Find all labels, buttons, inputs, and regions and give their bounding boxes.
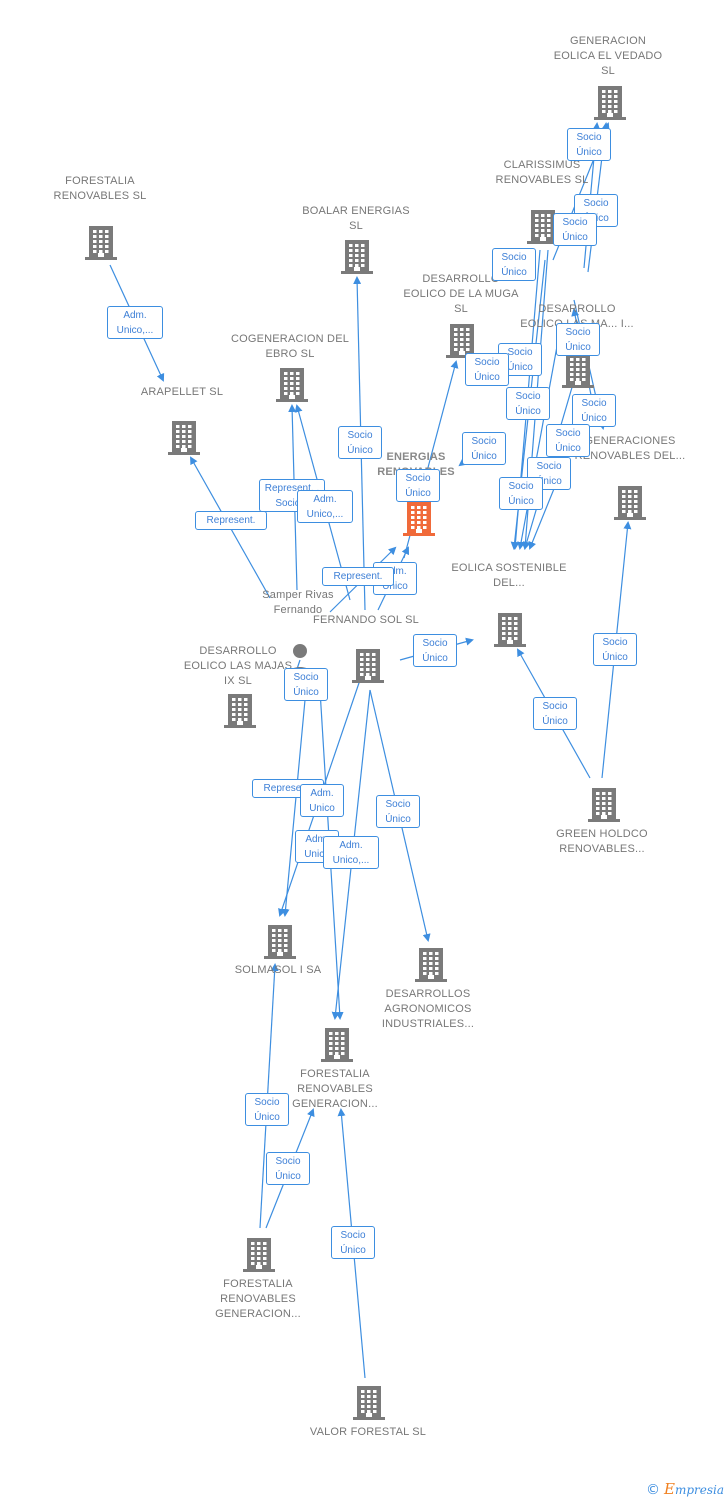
node-label: BOALAR ENERGIAS SL — [302, 205, 410, 232]
relation-badge[interactable]: Socio Único — [546, 424, 590, 457]
node-label: FORESTALIA RENOVABLES SL — [53, 175, 147, 202]
relationship-edge — [517, 329, 561, 550]
node-label: GENERACIONES RENOVABLES DEL... — [574, 435, 686, 462]
copyright-symbol: © — [645, 1482, 660, 1498]
building-icon — [243, 1236, 275, 1272]
building-icon — [614, 484, 646, 520]
relation-badge[interactable]: Socio Único — [284, 668, 328, 701]
node-label: DESARROLLOS AGRONOMICOS INDUSTRIALES... — [381, 988, 475, 1030]
node-label: FORESTALIA RENOVABLES GENERACION... — [292, 1068, 378, 1110]
relation-badge[interactable]: Socio Único — [572, 394, 616, 427]
node-label: GREEN HOLDCO RENOVABLES... — [556, 828, 648, 855]
relation-badge[interactable]: Socio Único — [492, 248, 536, 281]
relation-badge[interactable]: Socio Único — [462, 432, 506, 465]
relation-badge[interactable]: Adm. Unico,... — [297, 490, 353, 523]
relation-badge[interactable]: Represent. — [195, 511, 267, 530]
relation-badge[interactable]: Socio Único — [331, 1226, 375, 1259]
building-icon — [264, 923, 296, 959]
building-icon — [594, 84, 626, 120]
relation-badge[interactable]: Socio Único — [567, 128, 611, 161]
brand-logo-initial: E — [663, 1480, 675, 1498]
node-label: VALOR FORESTAL SL — [309, 1426, 427, 1438]
relation-badge[interactable]: Adm. Unico — [300, 784, 344, 817]
brand-footer: ©Empresia — [646, 1480, 724, 1498]
relation-badge[interactable]: Socio Único — [593, 633, 637, 666]
node-label: FERNANDO SOL SL — [313, 614, 419, 626]
relation-badge[interactable]: Socio Único — [266, 1152, 310, 1185]
building-icon — [341, 238, 373, 274]
node-label: CLARISSIMUS RENOVABLES SL — [495, 159, 589, 186]
building-icon — [353, 1384, 385, 1420]
building-icon — [85, 224, 117, 260]
relation-badge[interactable]: Socio Único — [413, 634, 457, 667]
node-label: FORESTALIA RENOVABLES GENERACION... — [215, 1278, 301, 1320]
relation-badge[interactable]: Socio Único — [553, 213, 597, 246]
relation-badge[interactable]: Socio Único — [533, 697, 577, 730]
node-label: DESARROLLO EOLICO LAS MAJAS IX SL — [183, 645, 293, 687]
node-label: GENERACION EOLICA EL VEDADO SL — [553, 35, 663, 77]
node-label: DESARROLLO EOLICO LAS MA... I... — [520, 303, 634, 330]
building-icon — [494, 611, 526, 647]
building-icon — [588, 786, 620, 822]
brand-logo-text: mpresia — [674, 1483, 724, 1497]
relation-badge[interactable]: Represent. — [322, 567, 394, 586]
relationship-edge — [281, 699, 306, 917]
building-icon — [168, 419, 200, 455]
building-icon — [415, 946, 447, 982]
relation-badge[interactable]: Socio Único — [245, 1093, 289, 1126]
relation-badge[interactable]: Socio Único — [499, 477, 543, 510]
building-icon — [562, 352, 594, 388]
building-icon — [446, 322, 478, 358]
relation-badge[interactable]: Socio Único — [465, 353, 509, 386]
node-label: DESARROLLO EOLICO DE LA MUGA SL — [403, 273, 519, 315]
building-icon — [224, 692, 256, 728]
node-label: COGENERACION DEL EBRO SL — [230, 333, 350, 360]
relation-badge[interactable]: Socio Único — [556, 323, 600, 356]
building-icon — [403, 500, 435, 536]
building-icon — [276, 366, 308, 402]
node-label: EOLICA SOSTENIBLE DEL... — [451, 562, 567, 589]
relation-badge[interactable]: Adm. Unico,... — [323, 836, 379, 869]
node-label: SOLMASOL I SA — [234, 964, 322, 976]
relation-badge[interactable]: Socio Único — [338, 426, 382, 459]
node-label: Samper Rivas Fernando — [262, 589, 334, 616]
relation-badge[interactable]: Socio Único — [376, 795, 420, 828]
node-label: ARAPELLET SL — [140, 386, 224, 398]
building-icon — [321, 1026, 353, 1062]
relation-badge[interactable]: Socio Único — [396, 469, 440, 502]
building-icon — [527, 208, 559, 244]
relation-badge[interactable]: Adm. Unico,... — [107, 306, 163, 339]
relation-badge[interactable]: Socio Único — [506, 387, 550, 420]
building-icon — [352, 647, 384, 683]
